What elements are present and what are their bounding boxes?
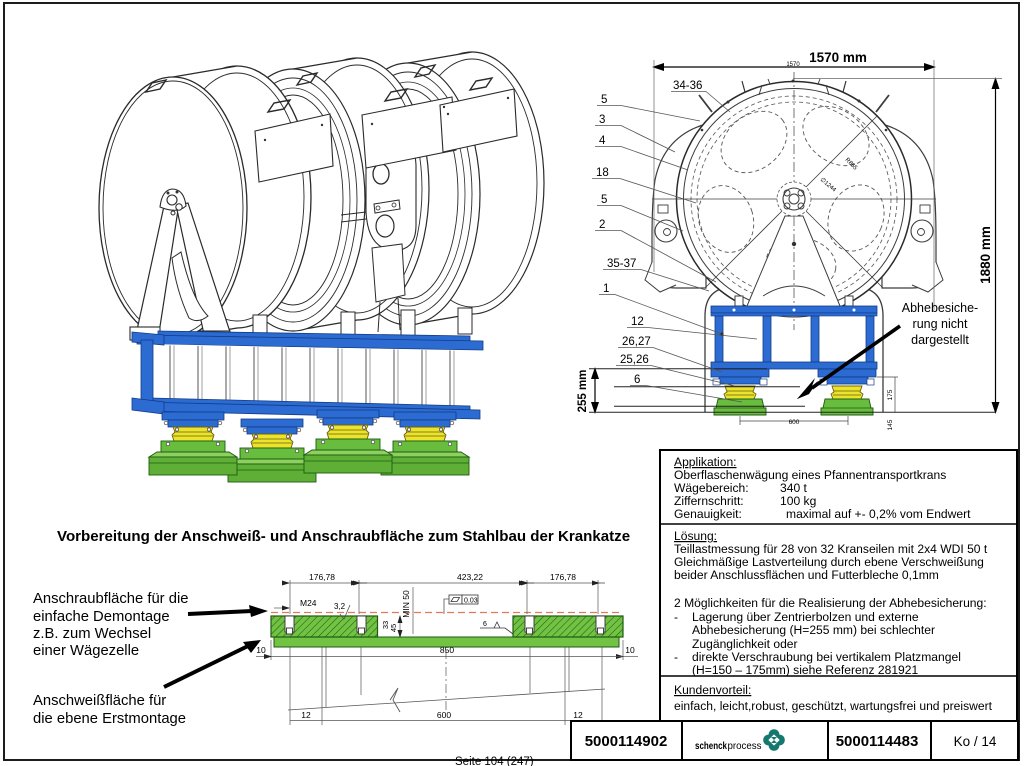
svg-text:12: 12 [301,710,311,720]
svg-text:2: 2 [599,219,605,231]
svg-text:Lösung:: Lösung: [674,529,717,543]
svg-text:Anschweißfläche für: Anschweißfläche für [33,693,166,709]
svg-text:1880 mm: 1880 mm [978,226,993,284]
svg-text:Abhebesicherung (H=255 mm) bei: Abhebesicherung (H=255 mm) bei schlechte… [692,623,935,637]
svg-text:4: 4 [599,135,606,147]
svg-text:25,26: 25,26 [620,354,649,366]
svg-text:Kundenvorteil:: Kundenvorteil: [674,683,751,697]
svg-text:maximal auf +- 0,2% vom Endwer: maximal auf +- 0,2% vom Endwert [786,507,971,521]
svg-text:Vorbereitung der Anschweiß- un: Vorbereitung der Anschweiß- und Anschrau… [57,528,630,545]
svg-text:schenck: schenck [695,740,727,752]
svg-text:Ko / 14: Ko / 14 [954,734,997,749]
svg-text:Abhebesiche-: Abhebesiche- [902,301,978,315]
svg-text:33: 33 [381,621,390,629]
svg-text:1570 mm: 1570 mm [809,50,867,65]
svg-text:34-36: 34-36 [673,80,702,92]
svg-text:-: - [674,610,678,624]
svg-text:Genauigkeit:: Genauigkeit: [674,507,742,521]
svg-text:175: 175 [887,389,894,400]
svg-text:Teillastmessung für 28 von 32: Teillastmessung für 28 von 32 Kranseilen… [674,542,988,556]
svg-text:5: 5 [601,194,607,206]
svg-text:26,27: 26,27 [622,336,651,348]
svg-text:die ebene Erstmontage: die ebene Erstmontage [33,711,186,727]
svg-text:6: 6 [483,621,487,628]
svg-text:1: 1 [603,283,609,295]
svg-text:45: 45 [389,624,398,632]
svg-text:Wägebereich:: Wägebereich: [674,481,749,495]
svg-text:5000114483: 5000114483 [836,733,919,750]
svg-text:6: 6 [634,374,640,386]
svg-text:5: 5 [601,94,607,106]
svg-text:Seite 104 (247): Seite 104 (247) [455,756,534,766]
svg-text:MIN 50: MIN 50 [401,590,411,618]
svg-text:einer Wägezelle: einer Wägezelle [33,643,139,659]
svg-text:600: 600 [437,710,451,720]
svg-text:beider Anschlussflächen und Fu: beider Anschlussflächen und Futterbleche… [674,568,939,582]
svg-text:850: 850 [440,645,454,655]
svg-text:12: 12 [631,316,644,328]
svg-text:Anschraubfläche für die: Anschraubfläche für die [33,591,188,607]
svg-text:Gleichmäßige Lastverteilung du: Gleichmäßige Lastverteilung durch ebene … [674,555,984,569]
svg-text:10: 10 [256,645,266,655]
svg-text:5000114902: 5000114902 [585,733,668,750]
svg-text:Applikation:: Applikation: [674,455,737,469]
svg-text:(H=150 – 175mm) siehe Referenz: (H=150 – 175mm) siehe Referenz 281921 [692,663,918,677]
svg-text:Ziffernschritt:: Ziffernschritt: [674,494,744,508]
svg-text:1570: 1570 [786,62,800,68]
svg-text:direkte Verschraubung bei vert: direkte Verschraubung bei vertikalem Pla… [692,650,961,664]
svg-text:Zugänglichkeit oder: Zugänglichkeit oder [692,637,798,651]
svg-text:10: 10 [625,645,635,655]
svg-text:100 kg: 100 kg [780,494,816,508]
svg-text:2 Möglichkeiten für die Realis: 2 Möglichkeiten für die Realisierung der… [674,596,987,610]
svg-text:12: 12 [573,710,583,720]
svg-text:M24: M24 [300,598,317,608]
svg-text:600: 600 [789,419,800,426]
svg-text:z.B. zum Wechsel: z.B. zum Wechsel [33,626,151,642]
svg-text:18: 18 [596,167,609,179]
svg-text:176,78: 176,78 [309,572,335,582]
svg-text:rung nicht: rung nicht [913,317,968,331]
svg-text:0.03: 0.03 [464,598,478,605]
svg-text:Lagerung über Zentrierbolzen u: Lagerung über Zentrierbolzen und externe [692,610,919,624]
svg-text:3: 3 [599,114,605,126]
svg-text:einfach, leicht,robust, geschü: einfach, leicht,robust, geschützt, wartu… [674,699,993,713]
svg-text:Oberflaschenwägung eines Pfann: Oberflaschenwägung eines Pfannentranspor… [674,468,946,482]
svg-text:dargestellt: dargestellt [911,333,969,347]
svg-text:423,22: 423,22 [457,572,483,582]
svg-text:255 mm: 255 mm [577,370,589,413]
svg-text:-: - [674,650,678,664]
svg-text:3,2: 3,2 [334,602,346,611]
svg-text:340 t: 340 t [780,481,808,495]
svg-text:process: process [728,740,762,752]
svg-text:einfache Demontage: einfache Demontage [33,609,170,625]
svg-text:176,78: 176,78 [550,572,576,582]
svg-text:35-37: 35-37 [607,258,636,270]
svg-text:145: 145 [887,419,894,430]
